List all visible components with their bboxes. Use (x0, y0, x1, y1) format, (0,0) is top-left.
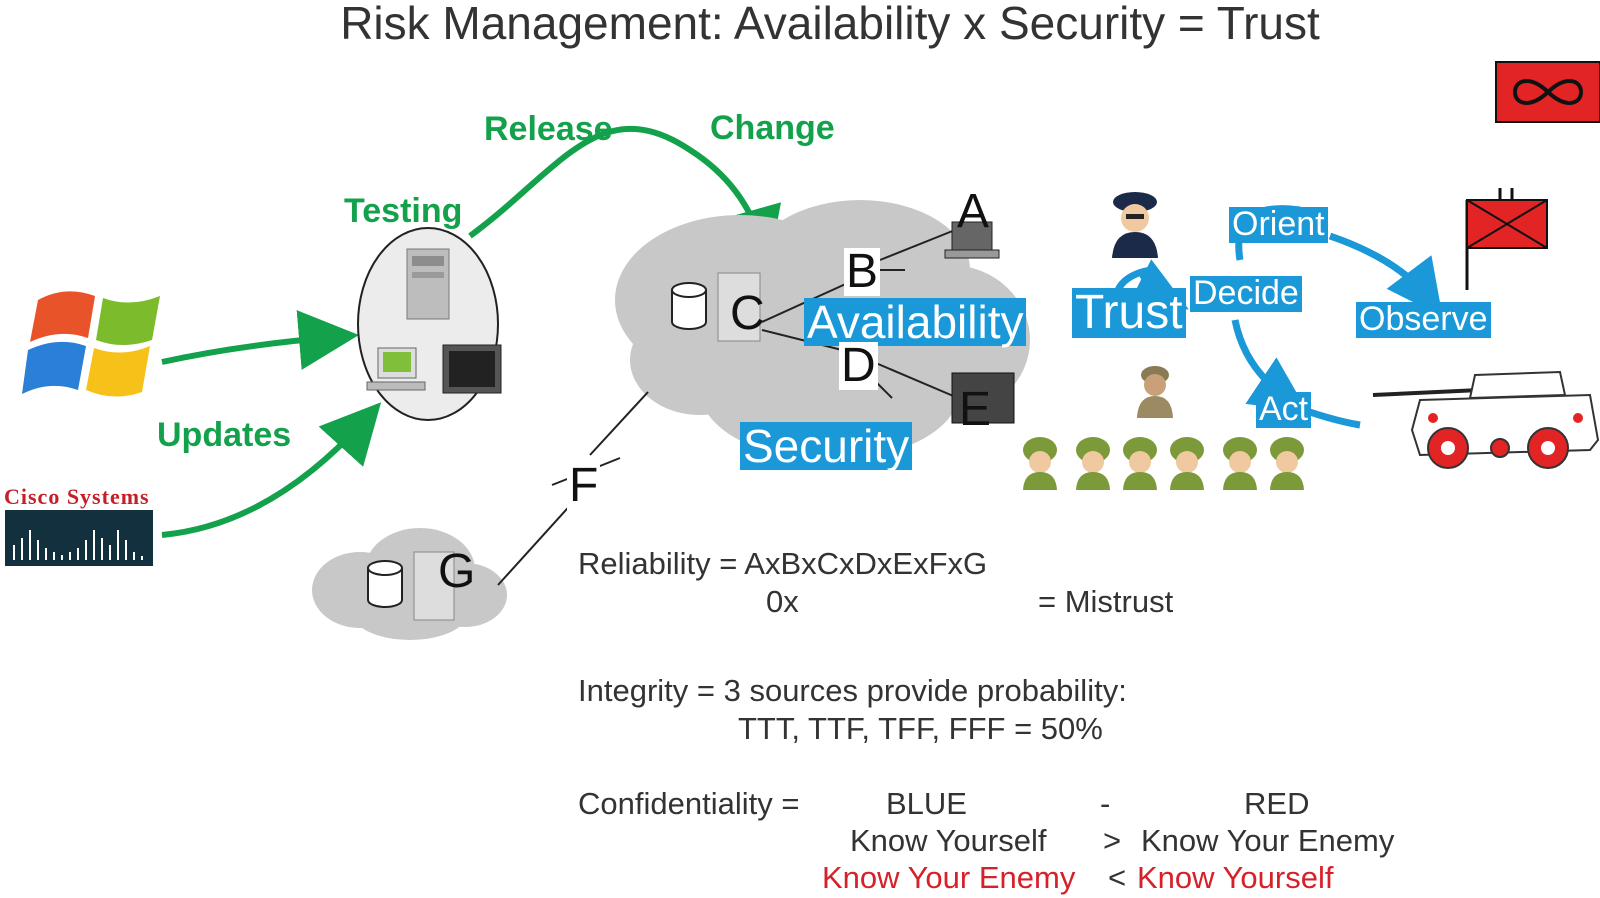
change-label: Change (710, 109, 835, 147)
release-label: Release (484, 110, 613, 148)
know-yourself-text: Know Yourself (850, 823, 1047, 858)
confidentiality-formula: Confidentiality = (578, 786, 800, 821)
database-icon (671, 282, 707, 330)
node-g-label: G (438, 545, 476, 598)
rugged-monitor-icon (442, 344, 502, 394)
trust-label: Trust (1072, 287, 1186, 339)
rugged-monitor-icon (951, 372, 1015, 424)
availability-label: Availability (804, 298, 1027, 346)
integrity-values: TTT, TTF, TFF, FFF = 50% (738, 711, 1103, 746)
testing-label: Testing (344, 192, 463, 230)
infinity-symbol-icon (1495, 61, 1600, 123)
server-icon (406, 248, 450, 320)
security-label: Security (740, 422, 913, 470)
observe-label: Observe (1356, 301, 1491, 338)
reliability-zero: 0x (766, 584, 799, 619)
dash-label: - (1100, 786, 1111, 821)
windows-logo (22, 291, 160, 397)
node-d-label: D (839, 339, 878, 392)
database-icon (367, 560, 403, 608)
act-label: Act (1256, 391, 1312, 428)
troops-row (1023, 437, 1304, 490)
know-enemy-red-text: Know Your Enemy (822, 860, 1076, 895)
decide-label: Decide (1190, 275, 1302, 312)
red-label: RED (1244, 786, 1310, 821)
cisco-logo (5, 510, 153, 566)
greater-than-sign: > (1103, 823, 1122, 858)
enemy-flag-icon (1465, 188, 1548, 290)
soldier-icon (1137, 366, 1173, 418)
node-a-label: A (957, 185, 990, 238)
workstation-icon (366, 347, 426, 391)
updates-label: Updates (157, 416, 292, 454)
server-icon (717, 272, 761, 342)
node-b-label: B (844, 245, 881, 298)
officer-icon (1112, 192, 1158, 258)
node-f-label: F (567, 459, 601, 512)
remote-cloud (312, 528, 507, 640)
reliability-result: = Mistrust (1038, 584, 1174, 619)
node-c-label: C (730, 287, 765, 340)
cisco-wordmark: Cisco Systems (4, 484, 150, 509)
page-title: Risk Management: Availability x Security… (340, 0, 1320, 49)
orient-label: Orient (1229, 206, 1328, 243)
blue-label: BLUE (886, 786, 967, 821)
enemy-vehicle-icon (1372, 370, 1600, 469)
know-yourself-red-text: Know Yourself (1137, 860, 1334, 895)
integrity-formula: Integrity = 3 sources provide probabilit… (578, 673, 1127, 708)
laptop-icon (944, 221, 1000, 259)
server-icon (413, 551, 455, 621)
reliability-formula: Reliability = AxBxCxDxExFxG (578, 546, 988, 581)
know-enemy-text: Know Your Enemy (1141, 823, 1395, 858)
node-e-label: E (959, 383, 992, 436)
less-than-sign: < (1108, 860, 1127, 895)
